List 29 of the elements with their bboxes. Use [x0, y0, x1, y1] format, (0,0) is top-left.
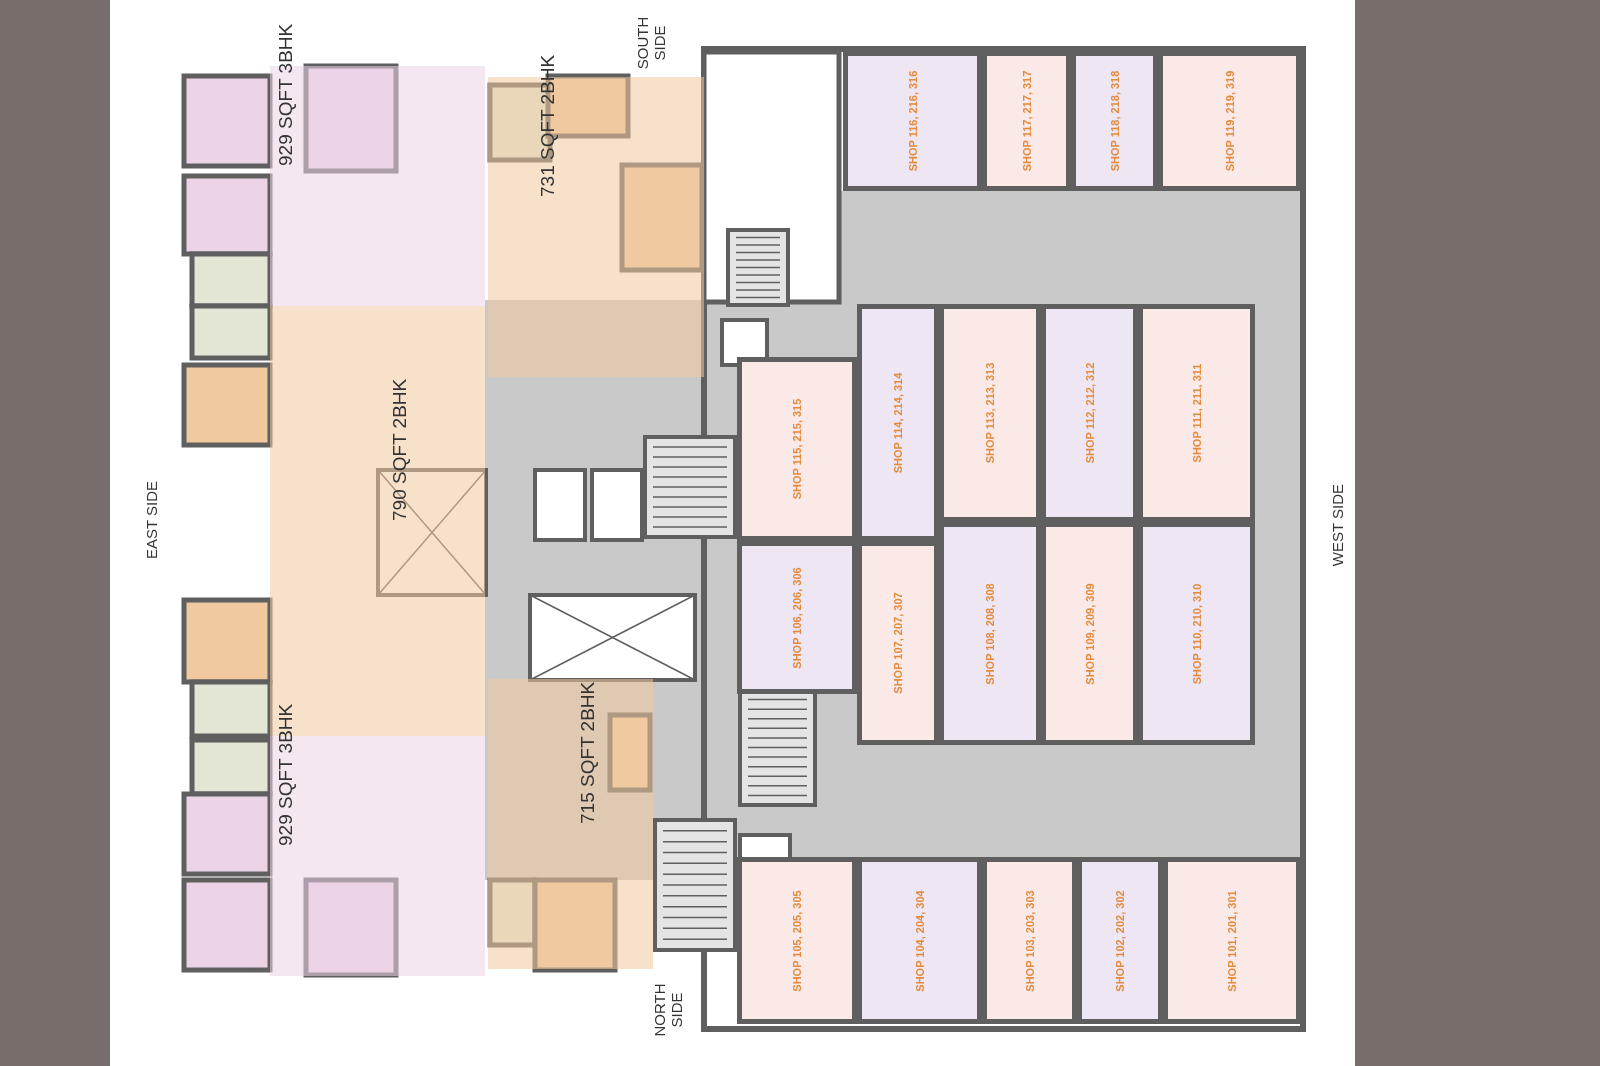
shop-label: SHOP 108, 208, 308	[984, 582, 996, 685]
shop-label: SHOP 117, 217, 317	[1020, 70, 1033, 172]
shop-label: SHOP 116, 216, 316	[906, 70, 919, 172]
direction-label: SOUTH SIDE	[634, 15, 668, 72]
unit-area-label: 929 SQFT 3BHK	[276, 703, 296, 846]
shop-label: SHOP 119, 219, 319	[1223, 70, 1236, 172]
apartment-area	[488, 679, 653, 969]
shop-label: SHOP 101, 201, 301	[1226, 889, 1238, 992]
shop-label: SHOP 118, 218, 318	[1108, 70, 1121, 172]
unit-area-label: 929 SQFT 3BHK	[276, 23, 296, 166]
direction-label: EAST SIDE	[142, 480, 160, 560]
shop-label: SHOP 109, 209, 309	[1083, 582, 1096, 685]
unit-area-label: 731 SQFT 2BHK	[538, 54, 558, 197]
shop-label: SHOP 111, 211, 311	[1190, 363, 1203, 463]
shop-label: SHOP 107, 207, 307	[892, 592, 904, 694]
shop-label: SHOP 106, 206, 306	[791, 566, 803, 669]
direction-label: WEST SIDE	[1328, 483, 1346, 567]
unit-area-label: 790 SQFT 2BHK	[390, 378, 410, 521]
direction-label: NORTH SIDE	[651, 982, 685, 1039]
shop-label: SHOP 103, 203, 303	[1023, 889, 1036, 992]
shop-label: SHOP 113, 213, 313	[984, 362, 996, 464]
shop-label: SHOP 114, 214, 314	[892, 372, 904, 473]
shop-label: SHOP 110, 210, 310	[1190, 583, 1203, 684]
shop-label: SHOP 104, 204, 304	[913, 889, 926, 992]
unit-area-label: 715 SQFT 2BHK	[578, 681, 598, 824]
shop-label: SHOP 112, 212, 312	[1083, 362, 1096, 464]
shop-label: SHOP 115, 215, 315	[791, 398, 803, 500]
shop-label: SHOP 105, 205, 305	[791, 889, 803, 992]
shop-label: SHOP 102, 202, 302	[1114, 889, 1126, 992]
